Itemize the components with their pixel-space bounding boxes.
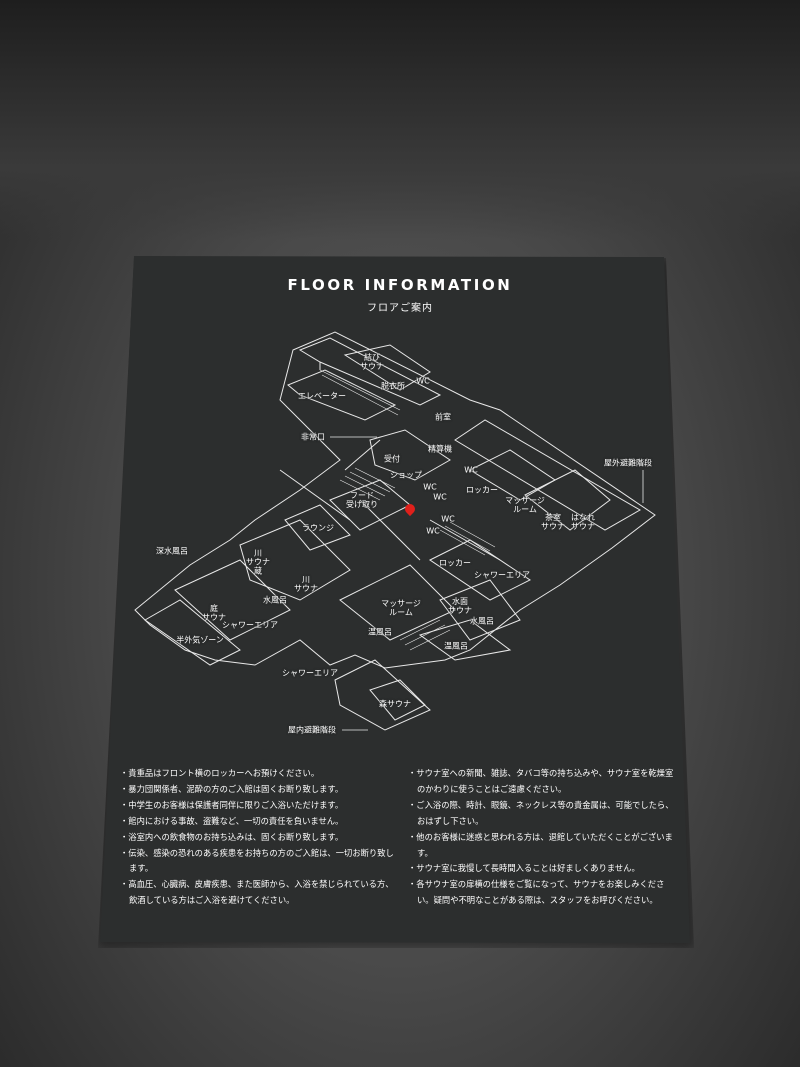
map-label-locker-1: ロッカー bbox=[466, 485, 498, 495]
notice-item: ・貴重品はフロント横のロッカーへお預けください。 bbox=[120, 768, 320, 778]
wall bbox=[0, 0, 800, 240]
notice-item: ・伝染、感染の恐れのある疾患をお持ちの方のご入館は、一切お断り致します。 bbox=[120, 847, 394, 874]
notice-item: ・各サウナ室の扉横の仕様をご覧になって、サウナをお楽しみください。疑問や不明なこ… bbox=[408, 879, 665, 906]
map-label-shower-area-2: シャワーエリア bbox=[474, 570, 530, 580]
map-label-wc-6: WC bbox=[426, 526, 440, 536]
notice-item: ・中学生のお客様は保護者同伴に限りご入浴いただけます。 bbox=[120, 799, 344, 810]
sign-title: FLOOR INFORMATION bbox=[287, 276, 513, 294]
map-label-hanare-sauna: はなれサウナ bbox=[571, 513, 595, 531]
map-label-suimen-sauna: 水面サウナ bbox=[448, 597, 472, 615]
map-label-warm-bath-1: 温風呂 bbox=[368, 627, 392, 637]
map-label-shop: ショップ bbox=[390, 470, 422, 480]
notice-item: ・館内における事故、盗難など、一切の責任を負いません。 bbox=[120, 815, 344, 826]
map-label-indoor-stairs: 屋内避難階段 bbox=[288, 725, 336, 735]
notice-item: ・サウナ室に我慢して長時間入ることは好ましくありません。 bbox=[408, 863, 640, 874]
map-label-massage-room-1: マッサージルーム bbox=[505, 496, 545, 514]
leader-lines bbox=[330, 436, 644, 731]
map-label-payment-machine: 精算機 bbox=[428, 444, 452, 454]
notice-item: ・浴室内への飲食物のお持ち込みは、固くお断り致します。 bbox=[120, 831, 344, 842]
hatching bbox=[319, 369, 496, 651]
map-label-deep-water-bath: 深水風呂 bbox=[156, 546, 188, 556]
map-label-mori-sauna: 森サウナ bbox=[379, 699, 411, 709]
map-label-massage-room-2: マッサージルーム bbox=[381, 599, 421, 617]
map-label-warm-bath-2: 温風呂 bbox=[444, 641, 468, 651]
map-label-wc-1: WC bbox=[416, 376, 430, 386]
map-label-dressing-room: 脱衣所 bbox=[381, 381, 405, 391]
notice-item: ・サウナ室への新聞、雑誌、タバコ等の持ち込みや、サウナ室を乾燥室のかわりに使うこ… bbox=[408, 768, 674, 794]
map-label-cold-bath-1: 水風呂 bbox=[263, 595, 287, 605]
map-label-niwa-sauna: 庭サウナ bbox=[202, 604, 226, 622]
map-label-reception: 受付 bbox=[384, 454, 400, 464]
map-label-locker-2: ロッカー bbox=[439, 558, 471, 568]
map-label-wc-5: WC bbox=[441, 514, 455, 524]
map-label-elevator: エレベーター bbox=[298, 391, 346, 401]
map-label-shower-area-1: シャワーエリア bbox=[222, 620, 278, 630]
notes-left: ・貴重品はフロント横のロッカーへお預けください。・暴力団関係者、泥酔の方のご入館… bbox=[120, 766, 395, 909]
notice-item: ・他のお客様に迷惑と思われる方は、退館していただくことがございます。 bbox=[408, 831, 673, 858]
map-label-wc-4: WC bbox=[433, 492, 447, 502]
sign-subtitle: フロアご案内 bbox=[367, 303, 433, 314]
map-label-semi-outdoor-zone: 半外気ゾーン bbox=[176, 635, 224, 645]
map-label-cold-bath-2: 水風呂 bbox=[470, 616, 494, 626]
notice-item: ・ご入浴の際、時計、眼鏡、ネックレス等の貴金属は、可能でしたら、おはずし下さい。 bbox=[408, 799, 674, 826]
map-label-kawa-sauna: 川サウナ bbox=[294, 575, 318, 593]
notice-item: ・高血圧、心臓病、皮膚疾患、また医師から、入浴を禁じられている方、飲酒している方… bbox=[120, 879, 394, 906]
map-label-lounge: ラウンジ bbox=[302, 523, 334, 533]
map-label-chashitsu-sauna: 茶室サウナ bbox=[541, 513, 565, 531]
map-label-shower-area-3: シャワーエリア bbox=[282, 668, 338, 678]
map-label-kawa-sauna-kura: 川サウナ蔵 bbox=[246, 548, 270, 576]
notes-right: ・サウナ室への新聞、雑誌、タバコ等の持ち込みや、サウナ室を乾燥室のかわりに使うこ… bbox=[408, 766, 680, 909]
map-label-emergency-exit: 非常口 bbox=[301, 432, 325, 442]
map-label-anteroom: 前室 bbox=[435, 412, 451, 422]
map-label-food-pickup: フード受け取り bbox=[346, 491, 378, 509]
notice-item: ・暴力団関係者、泥酔の方のご入館は固くお断り致します。 bbox=[120, 783, 344, 794]
map-label-wc-3: WC bbox=[423, 482, 437, 492]
map-label-musubi-sauna: 結びサウナ bbox=[360, 353, 384, 371]
map-label-outdoor-stairs: 屋外避難階段 bbox=[604, 458, 652, 468]
map-label-wc-2: WC bbox=[464, 465, 478, 475]
map-outline bbox=[134, 331, 656, 731]
